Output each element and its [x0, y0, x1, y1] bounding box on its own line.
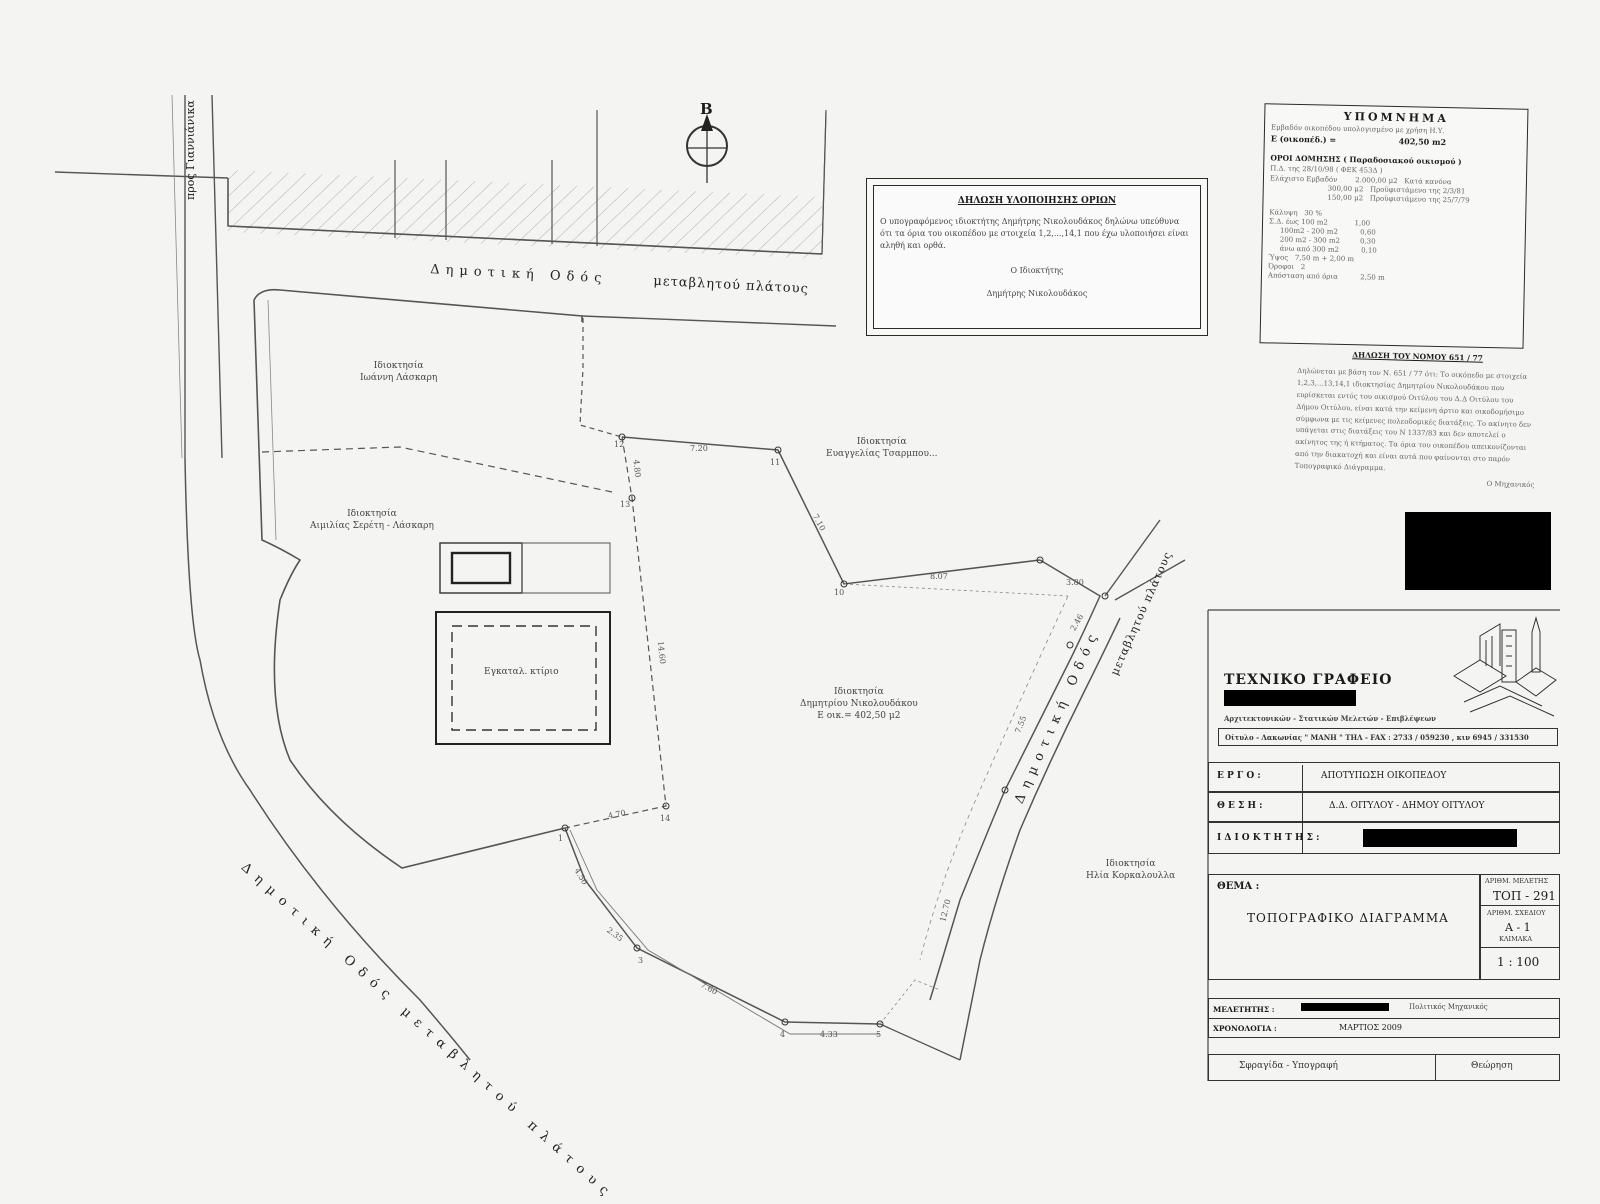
derelict-building-outline [435, 611, 611, 745]
designer-role: Πολιτικός Μηχανικός [1409, 1003, 1488, 1011]
office-contact: Οίτυλο - Λακωνίας " ΜΑΝΗ " ΤΗΛ - FAX : 2… [1225, 733, 1529, 742]
designer-table: ΜΕΛΕΤΗΤΗΣ : Πολιτικός Μηχανικός ΧΡΟΝΟΛΟΓ… [1208, 998, 1560, 1038]
dimension: 8.07 [930, 572, 948, 581]
office-title: ΤΕΧΝΙΚΟ ΓΡΑΦΕΙΟ [1224, 672, 1393, 688]
study-number-label: ΑΡΙΘΜ. ΜΕΛΕΤΗΣ [1485, 877, 1549, 885]
redacted-owner-name [1363, 829, 1517, 847]
legend-area-value: 402,50 m2 [1398, 136, 1447, 148]
vertex-5: 5 [876, 1030, 882, 1039]
declaration-body: Ο υπογραφόμενος ιδιοκτήτης Δημήτρης Νικο… [880, 217, 1189, 250]
project-row-thesi: Θ Ε Σ Η : Δ.Δ. ΟΙΤΥΛΟΥ - ΔΗΜΟΥ ΟΙΤΥΛΟΥ [1208, 792, 1560, 822]
dimension: 4.80 [631, 459, 643, 478]
vertex-12: 12 [614, 440, 625, 449]
designer-label: ΜΕΛΕΤΗΤΗΣ : [1213, 1005, 1275, 1014]
legend-box: ΥΠΟΜΝΗΜΑ Εμβαδόν οικοπέδου υπολογισμένο … [1259, 103, 1529, 349]
boundary-declaration-box: ΔΗΛΩΣΗ ΥΛΟΠΟΙΗΣΗΣ ΟΡΙΩΝ Ο υπογραφόμενος … [866, 178, 1208, 336]
property-label-tsarmpou: Ιδιοκτησία Ευαγγελίας Τσαρμπου... [826, 436, 938, 460]
property-label-nikoloudakos: Ιδιοκτησία Δημητρίου Νικολουδάκου Ε οικ.… [800, 686, 918, 722]
ergo-value: ΑΠΟΤΥΠΩΣΗ ΟΙΚΟΠΕΔΟΥ [1321, 771, 1447, 781]
owner-label: Ι Δ Ι Ο Κ Τ Η Τ Η Σ : [1217, 833, 1320, 843]
property-owner-name: Δημητρίου Νικολουδάκου [800, 699, 918, 710]
project-row-ergo: Ε Ρ Γ Ο : ΑΠΟΤΥΠΩΣΗ ΟΙΚΟΠΕΔΟΥ [1208, 762, 1560, 792]
building-label: Εγκαταλ. κτίριο [484, 667, 559, 677]
city-sketch-logo [1453, 616, 1557, 717]
survey-sheet: Δημοτική Οδός μεταβλητού πλάτους Δημοτικ… [54, 94, 1560, 1204]
divider [1481, 905, 1559, 906]
property-owner-name: Ιωάννη Λάσκαρη [360, 373, 438, 384]
dimension: 7.20 [690, 444, 708, 453]
vertex-10: 10 [834, 588, 845, 597]
office-contact-bar: Οίτυλο - Λακωνίας " ΜΑΝΗ " ΤΗΛ - FAX : 2… [1218, 728, 1558, 746]
scale-label: ΚΛΙΜΑΚΑ [1499, 935, 1533, 943]
vertex-3: 3 [638, 956, 644, 965]
thesi-label: Θ Ε Σ Η : [1217, 801, 1263, 811]
property-owner-name: Αιμιλίας Σερέτη - Λάσκαρη [310, 521, 434, 532]
law-body: Δηλώνεται με βάση τον Ν. 651 / 77 ότι: Τ… [1294, 366, 1532, 473]
approval-label: Θεώρηση [1471, 1061, 1513, 1071]
property-owner-title: Ιδιοκτησία [1105, 859, 1156, 869]
divider [1209, 1018, 1559, 1019]
redacted-signature [1405, 512, 1551, 590]
redacted-office-name [1224, 690, 1356, 706]
project-row-owner: Ι Δ Ι Ο Κ Τ Η Τ Η Σ : [1208, 822, 1560, 854]
north-arrow [686, 114, 728, 183]
ergo-label: Ε Ρ Γ Ο : [1217, 771, 1261, 781]
stamp-table: Σφραγίδα - Υπογραφή Θεώρηση [1208, 1054, 1560, 1081]
date-label: ΧΡΟΝΟΛΟΓΙΑ : [1213, 1024, 1277, 1033]
north-label: B [700, 100, 713, 118]
office-subtitle: Αρχιτεκτονικών - Στατικών Μελετών - Επιβ… [1224, 714, 1437, 723]
hatched-neighbor-block [228, 170, 822, 259]
divider [1481, 947, 1559, 948]
property-area: Ε οικ.= 402,50 μ2 [817, 711, 901, 722]
stamp-label: Σφραγίδα - Υπογραφή [1239, 1061, 1338, 1071]
thesi-value: Δ.Δ. ΟΙΤΥΛΟΥ - ΔΗΜΟΥ ΟΙΤΥΛΟΥ [1329, 801, 1485, 811]
property-owner-title: Ιδιοκτησία [834, 687, 884, 697]
property-label-sereti: Ιδιοκτησία Αιμιλίας Σερέτη - Λάσκαρη [310, 508, 434, 532]
divider [1435, 1055, 1436, 1081]
thema-value: ΤΟΠΟΓΡΑΦΙΚΟ ΔΙΑΓΡΑΜΜΑ [1247, 911, 1449, 925]
vertex-1: 1 [558, 834, 564, 843]
property-label-lasiari: Ιδιοκτησία Ιωάννη Λάσκαρη [360, 360, 437, 384]
project-col-divider [1302, 765, 1303, 853]
dimension: 4.33 [820, 1030, 838, 1039]
thema-label: ΘΕΜΑ : [1217, 881, 1260, 892]
scale-value: 1 : 100 [1497, 955, 1540, 969]
vertex-14: 14 [660, 814, 671, 823]
drawing-number-label: ΑΡΙΘΜ. ΣΧΕΔΙΟΥ [1487, 909, 1546, 917]
property-owner-name: Ηλία Κορκαλουλλα [1086, 871, 1176, 882]
property-owner-title: Ιδιοκτησία [347, 509, 397, 519]
date-value: ΜΑΡΤΙΟΣ 2009 [1339, 1023, 1402, 1032]
corner-road-label: προς Γιαννιάνικα [184, 100, 197, 200]
property-owner-name: Ευαγγελίας Τσαρμπου... [826, 449, 938, 460]
property-owner-title: Ιδιοκτησία [373, 361, 424, 371]
vertex-11: 11 [770, 458, 781, 467]
dimension: 3.80 [1066, 578, 1084, 587]
declaration-signer-role: Ο Ιδιοκτήτης [1010, 266, 1064, 275]
law-declaration: ΔΗΛΩΣΗ ΤΟΥ ΝΟΜΟΥ 651 / 77 Δηλώνεται με β… [1294, 349, 1537, 489]
vertex-4: 4 [780, 1030, 786, 1039]
legend-area-label: Ε (οικοπέδ.) = [1270, 133, 1337, 145]
drawing-number: Α - 1 [1505, 921, 1531, 934]
property-label-korkaloula: Ιδιοκτησία Ηλία Κορκαλουλλα [1086, 858, 1175, 882]
drawing-info-box: ΑΡΙΘΜ. ΜΕΛΕΤΗΣ ΤΟΠ - 291 ΑΡΙΘΜ. ΣΧΕΔΙΟΥ … [1480, 874, 1560, 980]
redacted-designer-name [1301, 1003, 1389, 1011]
thema-box: ΘΕΜΑ : ΤΟΠΟΓΡΑΦΙΚΟ ΔΙΑΓΡΑΜΜΑ [1208, 874, 1480, 980]
boundary-declaration-inner: ΔΗΛΩΣΗ ΥΛΟΠΟΙΗΣΗΣ ΟΡΙΩΝ Ο υπογραφόμενος … [873, 185, 1201, 329]
vertex-13: 13 [620, 500, 631, 509]
property-owner-title: Ιδιοκτησία [856, 437, 907, 447]
site-plan-drawing [54, 94, 1560, 1081]
declaration-signer-name: Δημήτρης Νικολουδάκος [986, 289, 1088, 298]
declaration-title: ΔΗΛΩΣΗ ΥΛΟΠΟΙΗΣΗΣ ΟΡΙΩΝ [957, 196, 1117, 206]
study-number: ΤΟΠ - 291 [1493, 889, 1556, 903]
